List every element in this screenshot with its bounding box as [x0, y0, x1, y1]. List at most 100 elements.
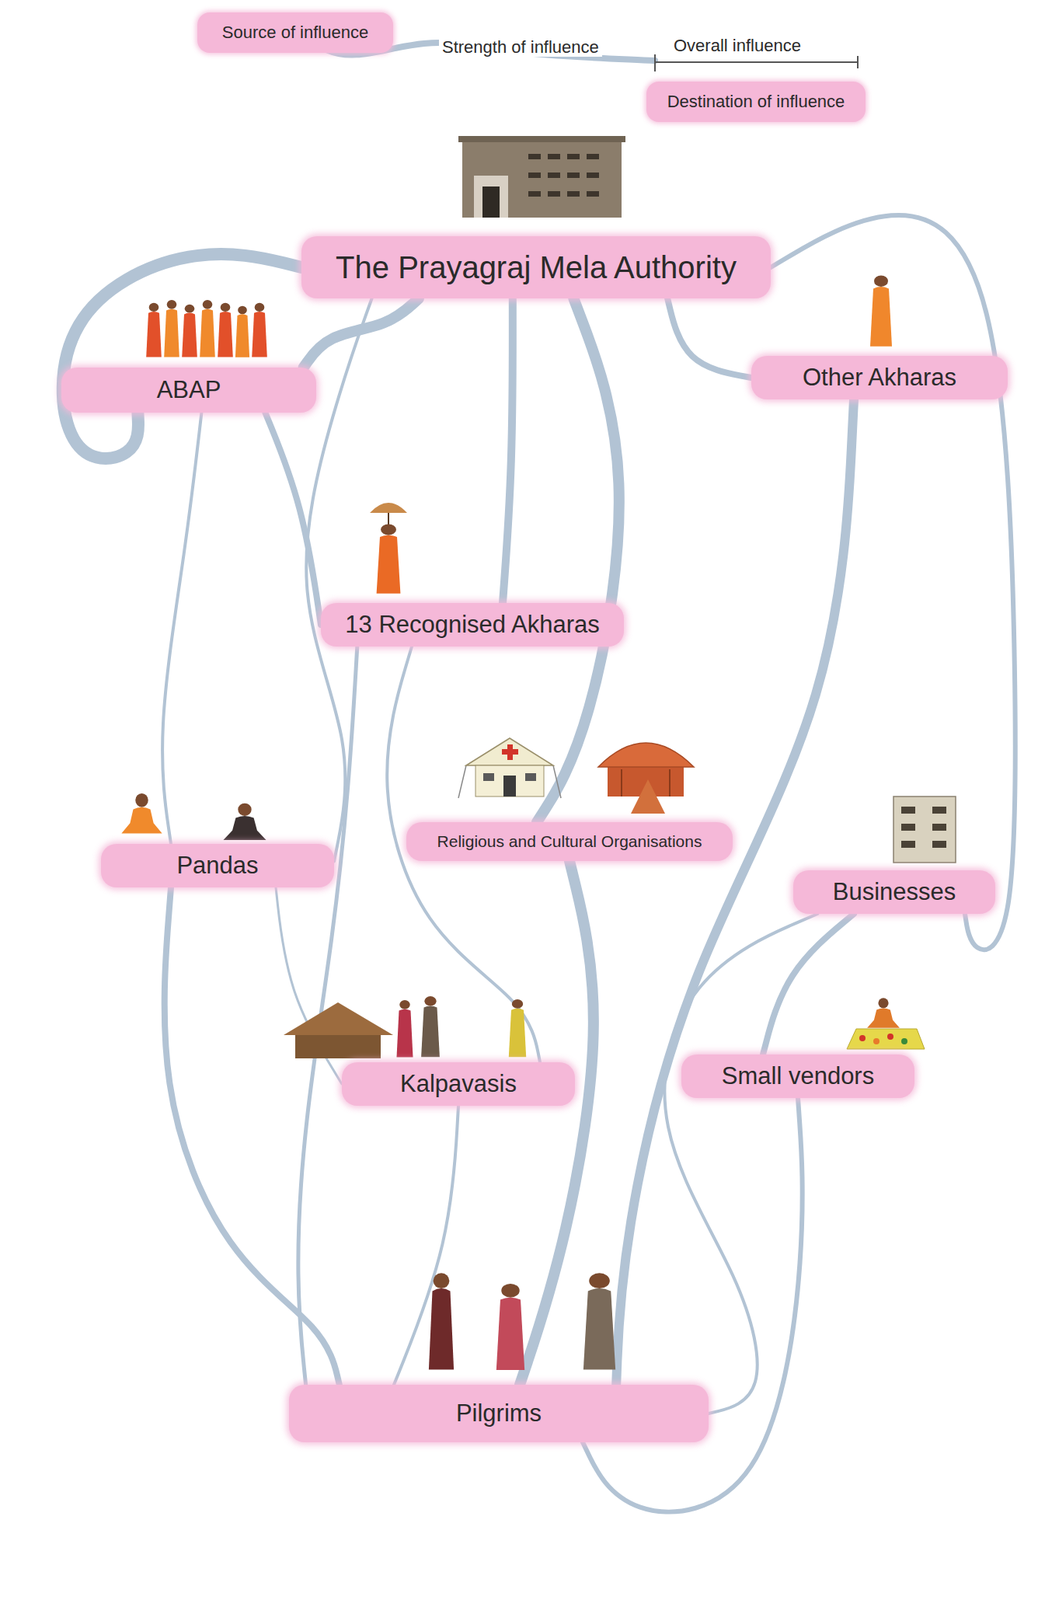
business-building	[893, 796, 956, 863]
influence-line	[393, 1105, 459, 1385]
building-window	[932, 840, 947, 848]
panda-figure	[121, 793, 162, 834]
small-tent	[630, 779, 666, 814]
stakeholder-box: Pilgrims	[289, 1384, 709, 1443]
pilgrim-figures	[428, 1272, 616, 1370]
authority-building	[458, 135, 626, 218]
stakeholder-name: Pilgrims	[456, 1399, 542, 1428]
abap-sadhus	[146, 299, 268, 358]
sadhu-figure	[163, 299, 180, 357]
stakeholder-box: Small vendors	[681, 1054, 915, 1098]
stakeholder-box: Other Akharas	[751, 355, 1008, 400]
stakeholder-name: 13 Recognised Akharas	[344, 610, 600, 639]
sadhu-figure	[181, 304, 198, 358]
tent-stripe	[620, 769, 623, 797]
vendor-goods	[901, 1038, 908, 1045]
tent-stripe	[668, 769, 671, 797]
legend-text: Strength of influence	[442, 37, 600, 57]
stakeholder-box: 13 Recognised Akharas	[320, 602, 624, 647]
tent-window	[525, 773, 537, 781]
building-window	[932, 823, 947, 831]
building-window	[901, 840, 916, 848]
legend-text: Source of influence	[222, 22, 369, 42]
stakeholder-name: Kalpavasis	[400, 1069, 517, 1098]
guy-rope	[458, 765, 467, 798]
building-window	[547, 191, 561, 197]
stakeholder-box: Businesses	[793, 870, 996, 914]
legend-entry: Destination of influence	[646, 81, 866, 122]
influence-line	[164, 887, 340, 1385]
vendor-goods	[873, 1038, 880, 1045]
vendor-mat	[846, 1028, 925, 1049]
pilgrim-figure	[428, 1272, 454, 1369]
tent-door	[503, 775, 516, 797]
legend-entry: Source of influence	[197, 12, 394, 53]
tent-roof	[598, 742, 694, 767]
hut-wall	[295, 1031, 381, 1059]
sadhu-figure	[251, 303, 268, 358]
building-window	[932, 806, 947, 814]
kalpavasi-camp	[283, 996, 526, 1059]
vendor-figure	[867, 997, 900, 1028]
building-wall	[893, 796, 956, 863]
vendor-stall	[846, 997, 925, 1049]
building-window	[528, 191, 541, 197]
cultural-tent	[598, 742, 694, 814]
building-gate	[473, 175, 509, 218]
stakeholder-name: Other Akharas	[802, 363, 957, 392]
kalpavasi-figure	[421, 996, 440, 1057]
vendor-goods	[887, 1033, 894, 1040]
legend-entry: Overall influence	[670, 35, 805, 56]
influence-line	[162, 412, 202, 844]
building-window	[586, 153, 600, 160]
influence-line	[582, 1097, 803, 1512]
influence-line	[664, 913, 818, 1414]
stakeholder-name: ABAP	[156, 376, 222, 405]
pilgrim-figure	[496, 1283, 525, 1370]
sadhu-figure	[217, 303, 234, 358]
red-cross	[501, 748, 519, 755]
influence-line	[667, 298, 752, 378]
pilgrim-figure	[583, 1272, 616, 1369]
umbrella	[369, 502, 408, 513]
sadhu-figure	[199, 299, 216, 357]
guy-rope	[553, 765, 561, 798]
legend-text: Overall influence	[673, 35, 802, 56]
influence-line	[502, 298, 513, 603]
kalpavasi-figure	[397, 999, 414, 1057]
building-roof	[458, 135, 626, 143]
building-window	[547, 153, 561, 160]
sadhu-figure	[870, 275, 892, 346]
building-door	[482, 186, 500, 218]
sadhu-figure	[146, 303, 162, 358]
sadhu-figure	[376, 523, 401, 593]
building-window	[901, 823, 916, 831]
panda-figure	[222, 803, 266, 840]
legend-entry: Strength of influence	[438, 37, 603, 57]
tent-window	[483, 773, 495, 781]
legend-text: Destination of influence	[667, 91, 846, 112]
influence-line	[762, 913, 854, 1055]
medical-tent	[458, 738, 561, 798]
stakeholder-name: Religious and Cultural Organisations	[437, 832, 703, 851]
building-window	[901, 806, 916, 814]
stakeholder-box: Kalpavasis	[341, 1062, 575, 1106]
umbrella-sadhu	[369, 502, 408, 594]
vendor-goods	[859, 1034, 866, 1042]
tent-wall	[475, 765, 544, 797]
stakeholder-box: ABAP	[61, 367, 317, 413]
hut-roof	[283, 1002, 394, 1035]
building-window	[528, 172, 541, 178]
legend-tick	[856, 55, 859, 69]
building-window	[547, 172, 561, 178]
sadhu-figure	[235, 306, 250, 358]
influence-line	[62, 254, 302, 459]
stakeholder-name: Small vendors	[721, 1062, 875, 1091]
influence-line	[536, 298, 620, 823]
stakeholder-box: Pandas	[101, 843, 335, 888]
building-window	[586, 191, 600, 197]
building-window	[528, 153, 541, 160]
stakeholder-name: The Prayagraj Mela Authority	[335, 249, 737, 286]
building-window	[567, 191, 580, 197]
